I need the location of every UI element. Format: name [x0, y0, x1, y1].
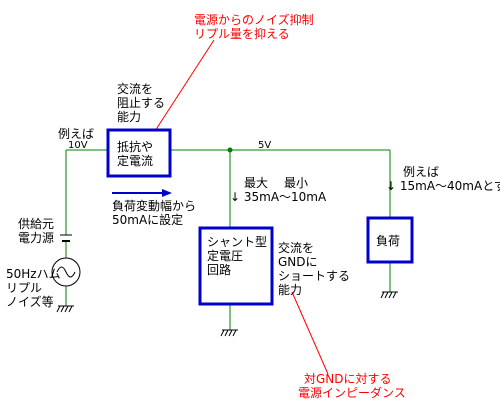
resistor-above-line-1: 交流を	[117, 81, 153, 96]
source-noise-line-2: リプル	[6, 281, 42, 295]
shunt-max-label: 最大	[244, 176, 268, 190]
shunt-side-line-3: ショートする	[278, 269, 350, 283]
junction-dot	[227, 147, 233, 153]
shunt-regulator-box	[198, 226, 274, 306]
input-voltage-label: 10V	[68, 140, 88, 151]
current-arrow	[112, 189, 172, 197]
resistor-above-line-3: 能力	[117, 110, 141, 124]
resistor-label-line-2: 定電流	[117, 153, 153, 168]
annotation-top-line-2: リプル量を抑える	[194, 26, 290, 41]
rail-voltage-label: 5V	[258, 140, 271, 151]
shunt-side-line-1: 交流を	[278, 240, 314, 255]
shunt-side-line-2: GNDに	[278, 255, 318, 269]
annotation-bottom-line-2: 電源インピーダンス	[298, 385, 406, 400]
resistor-label-line-1: 抵抗や	[117, 139, 153, 154]
annotation-top-line-1: 電源からのノイズ抑制	[194, 12, 314, 27]
ground-icon-source	[56, 305, 74, 313]
annotation-bottom-line-1: 対GNDに対する	[304, 372, 392, 386]
load-label: 負荷	[376, 234, 400, 248]
source-label-line-1: 供給元	[18, 217, 54, 231]
shunt-side-line-4: 能力	[278, 283, 302, 297]
shunt-label-line-3: 回路	[207, 262, 231, 277]
load-box	[366, 216, 414, 264]
resistor-above-line-2: 阻止する	[117, 96, 165, 110]
resistor-box	[106, 128, 172, 178]
shunt-label-line-2: 定電圧	[207, 248, 243, 263]
shunt-min-label: 最小	[284, 176, 308, 190]
ground-icon-shunt	[220, 329, 238, 337]
shunt-label-line-1: シャント型	[207, 235, 267, 249]
source-noise-line-3: ノイズ等	[6, 294, 54, 309]
annotation-top-pointer	[154, 39, 215, 132]
resistor-below-line-2: 50mAに設定	[112, 212, 183, 227]
ground-icon-load	[380, 291, 398, 299]
source-noise-line-1: 50Hzハム	[6, 267, 61, 281]
shunt-current-label: ↓ 35mA〜10mA	[230, 190, 327, 204]
dc-source-icon	[60, 234, 72, 242]
load-current-label: ↓ 15mA〜40mAとする	[386, 179, 500, 193]
load-example-label: 例えば	[403, 165, 439, 179]
source-label-line-2: 電力源	[18, 231, 54, 245]
wires	[65, 149, 391, 330]
ac-source-icon	[51, 257, 81, 287]
resistor-below-line-1: 負荷変動幅から	[112, 198, 196, 213]
input-example-label: 例えば	[58, 127, 94, 141]
annotation-bottom-pointer	[291, 291, 329, 375]
